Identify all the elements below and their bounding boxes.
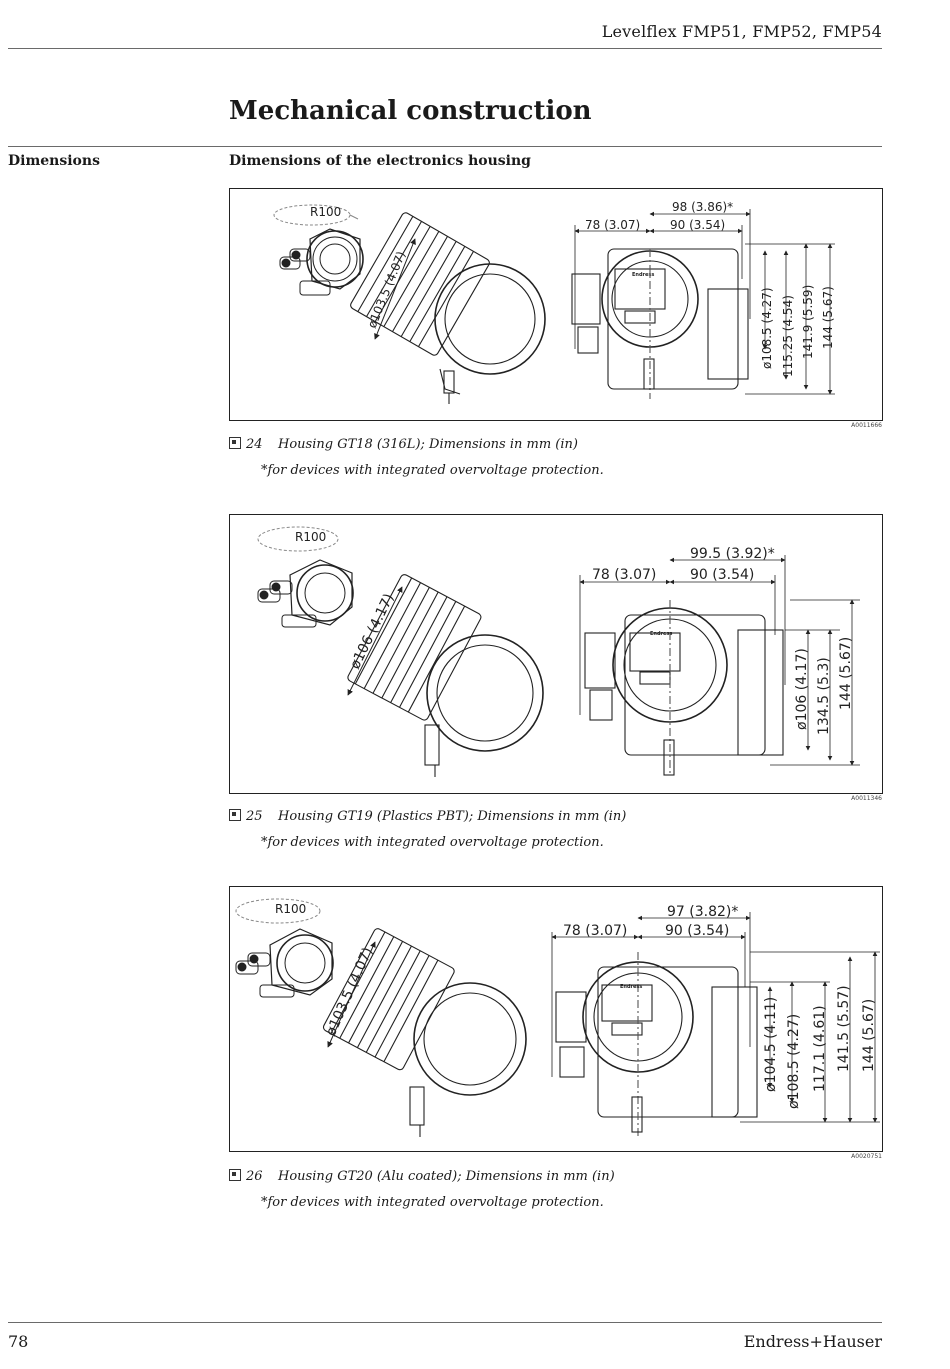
footer-rule <box>8 1322 882 1323</box>
fig26-dim-v5: 144 (5.67) <box>861 999 877 1072</box>
fig24-logo-text: Endress <box>632 272 654 278</box>
running-header: Levelflex FMP51, FMP52, FMP54 <box>601 22 882 41</box>
fig24-dim-v1: ø108.5 (4.27) <box>760 287 774 369</box>
caption-text: Housing GT20 (Alu coated); Dimensions in… <box>278 1169 615 1184</box>
front-view-housing-icon <box>571 248 749 399</box>
fig24-dim-v2: 115.25 (4.54) <box>781 295 795 377</box>
fig25-dim-v3: 144 (5.67) <box>838 637 854 710</box>
fig25-width-right: 90 (3.54) <box>690 567 754 583</box>
fig25-width-star: 99.5 (3.92)* <box>690 546 775 562</box>
fig26-dim-v4: 141.5 (5.57) <box>836 985 852 1072</box>
fig24-dim-v4: 144 (5.67) <box>821 286 835 349</box>
figure-26-drawing: R100 ø103.5 (4.07) Endress <box>235 898 880 1137</box>
figure-icon <box>229 809 241 821</box>
figure-24-note: *for devices with integrated overvoltage… <box>261 463 604 478</box>
section-title: Mechanical construction <box>229 96 592 126</box>
figure-26-note: *for devices with integrated overvoltage… <box>261 1195 604 1210</box>
figure-icon <box>229 437 241 449</box>
fig25-logo-text: Endress <box>650 631 672 637</box>
fig26-radius-label: R100 <box>275 902 306 916</box>
section-rule <box>8 146 882 147</box>
footer-brand: Endress+Hauser <box>743 1332 882 1351</box>
figure-25-drawing: R100 ø106 (4.17) Endress <box>257 526 860 777</box>
page-number: 78 <box>8 1332 29 1351</box>
fig26-logo-text: Endress <box>620 984 642 990</box>
front-view-housing-icon <box>555 952 758 1137</box>
figure-26-caption: 26 Housing GT20 (Alu coated); Dimensions … <box>229 1169 615 1184</box>
front-view-housing-icon <box>584 600 784 776</box>
fig25-diameter-label: ø106 (4.17) <box>347 591 397 672</box>
fig26-dim-v3: 117.1 (4.61) <box>812 1005 828 1092</box>
caption-text: Housing GT19 (Plastics PBT); Dimensions … <box>278 809 627 824</box>
side-label: Dimensions <box>8 153 100 169</box>
fig26-diameter-label: ø103.5 (4.07) <box>323 945 376 1038</box>
figure-number: 24 <box>246 437 263 452</box>
fig26-dim-v1: ø104.5 (4.11) <box>763 997 779 1092</box>
fig24-width-right: 90 (3.54) <box>670 218 725 232</box>
fig24-dim-v3: 141.9 (5.59) <box>801 285 815 359</box>
figure-number: 26 <box>246 1169 263 1184</box>
figure-24-code: A0011666 <box>851 422 882 429</box>
subsection-title: Dimensions of the electronics housing <box>229 153 531 169</box>
fig25-dim-v2: 134.5 (5.3) <box>816 657 832 735</box>
fig25-width-left: 78 (3.07) <box>592 567 656 583</box>
side-view-housing-icon <box>322 928 527 1137</box>
fig24-width-left: 78 (3.07) <box>585 218 640 232</box>
fig25-radius-label: R100 <box>295 530 326 544</box>
figure-24-drawing: R100 ø103.5 (4.07) Endress <box>273 200 835 404</box>
figure-25: R100 ø106 (4.17) Endress <box>229 514 883 794</box>
figure-24-caption: 24 Housing GT18 (316L); Dimensions in mm … <box>229 437 578 452</box>
figure-icon <box>229 1169 241 1181</box>
iso-view-icon <box>273 204 364 296</box>
fig26-width-star: 97 (3.82)* <box>667 904 738 920</box>
figure-25-caption: 25 Housing GT19 (Plastics PBT); Dimension… <box>229 809 626 824</box>
figure-number: 25 <box>246 809 263 824</box>
fig26-dim-v2: ø108.5 (4.27) <box>786 1014 802 1109</box>
figure-24: R100 ø103.5 (4.07) Endress <box>229 188 883 421</box>
header-rule <box>8 48 882 49</box>
fig26-width-right: 90 (3.54) <box>665 923 729 939</box>
caption-text: Housing GT18 (316L); Dimensions in mm (i… <box>278 437 578 452</box>
fig25-dim-v1: ø106 (4.17) <box>794 648 810 730</box>
figure-26-code: A0020751 <box>851 1153 882 1160</box>
fig26-width-left: 78 (3.07) <box>563 923 627 939</box>
figure-26: R100 ø103.5 (4.07) Endress <box>229 886 883 1152</box>
figure-25-note: *for devices with integrated overvoltage… <box>261 835 604 850</box>
fig24-width-star: 98 (3.86)* <box>672 200 733 214</box>
fig24-radius-label: R100 <box>310 205 341 219</box>
figure-25-code: A0011346 <box>851 795 882 802</box>
